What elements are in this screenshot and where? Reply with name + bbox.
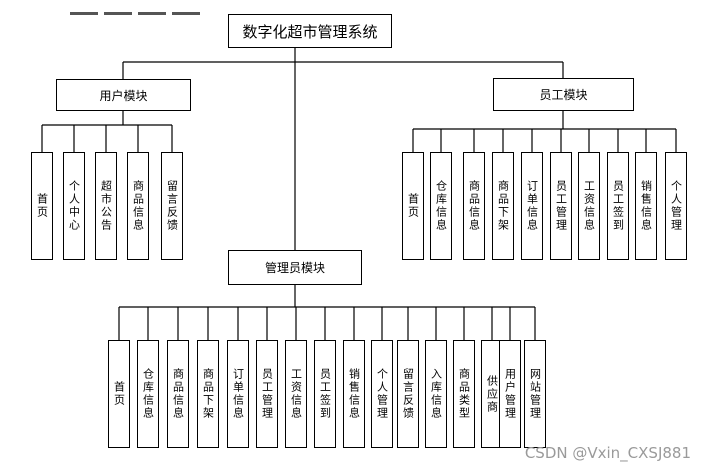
admin-item-label: 留言反馈: [401, 368, 415, 420]
admin-item-box: 工资信息: [285, 340, 307, 448]
staff-item-box: 销售信息: [635, 152, 657, 260]
user-item-box: 个人中心: [63, 152, 85, 260]
staff-item-label: 仓库信息: [434, 180, 448, 232]
staff-item-label: 首页: [406, 193, 420, 219]
admin-item-box: 用户管理: [499, 340, 521, 448]
staff-item-label: 工资信息: [582, 180, 596, 232]
staff-item-label: 个人管理: [669, 180, 683, 232]
user-item-box: 超市公告: [95, 152, 117, 260]
admin-item-label: 商品类型: [457, 368, 471, 420]
watermark: CSDN @Vxin_CXSJ881: [524, 444, 691, 462]
admin-item-box: 订单信息: [227, 340, 249, 448]
admin-item-box: 入库信息: [425, 340, 447, 448]
admin-item-label: 供应商: [485, 374, 499, 414]
admin-item-box: 首页: [108, 340, 130, 448]
admin-item-label: 销售信息: [347, 368, 361, 420]
staff-item-label: 员工管理: [554, 180, 568, 232]
admin-item-box: 销售信息: [343, 340, 365, 448]
admin-item-label: 工资信息: [289, 368, 303, 420]
staff-item-label: 商品信息: [467, 180, 481, 232]
staff-module-box: 员工模块: [493, 78, 634, 111]
admin-item-label: 商品信息: [171, 368, 185, 420]
admin-item-box: 留言反馈: [397, 340, 419, 448]
admin-item-box: 商品类型: [453, 340, 475, 448]
user-item-label: 个人中心: [67, 180, 81, 232]
staff-item-box: 商品信息: [463, 152, 485, 260]
admin-item-box: 员工签到: [314, 340, 336, 448]
admin-item-label: 网站管理: [528, 368, 542, 420]
user-module-box: 用户模块: [56, 79, 191, 111]
staff-item-label: 销售信息: [639, 180, 653, 232]
user-item-label: 留言反馈: [165, 180, 179, 232]
staff-module-label: 员工模块: [539, 88, 588, 102]
staff-item-label: 商品下架: [496, 180, 510, 232]
staff-item-label: 员工签到: [611, 180, 625, 232]
user-item-box: 留言反馈: [161, 152, 183, 260]
admin-item-label: 商品下架: [201, 368, 215, 420]
admin-module-label: 管理员模块: [264, 261, 325, 275]
top-cropped-text: [70, 0, 270, 15]
admin-item-label: 入库信息: [429, 368, 443, 420]
user-item-box: 商品信息: [127, 152, 149, 260]
staff-item-label: 订单信息: [525, 180, 539, 232]
admin-item-label: 首页: [112, 381, 126, 407]
staff-item-box: 商品下架: [492, 152, 514, 260]
admin-item-label: 员工管理: [260, 368, 274, 420]
root-box: 数字化超市管理系统: [228, 14, 392, 48]
admin-item-box: 仓库信息: [137, 340, 159, 448]
admin-item-box: 个人管理: [371, 340, 393, 448]
root-title: 数字化超市管理系统: [242, 22, 378, 41]
staff-item-box: 首页: [402, 152, 424, 260]
staff-item-box: 订单信息: [521, 152, 543, 260]
admin-item-label: 用户管理: [503, 368, 517, 420]
admin-item-label: 个人管理: [375, 368, 389, 420]
staff-item-box: 个人管理: [665, 152, 687, 260]
admin-item-label: 订单信息: [231, 368, 245, 420]
admin-item-box: 网站管理: [524, 340, 546, 448]
staff-item-box: 工资信息: [578, 152, 600, 260]
admin-item-box: 商品信息: [167, 340, 189, 448]
admin-item-box: 商品下架: [197, 340, 219, 448]
user-module-label: 用户模块: [99, 88, 148, 103]
staff-item-box: 员工管理: [550, 152, 572, 260]
admin-item-label: 员工签到: [318, 368, 332, 420]
user-item-label: 首页: [35, 193, 49, 219]
staff-item-box: 仓库信息: [430, 152, 452, 260]
admin-item-label: 仓库信息: [141, 368, 155, 420]
user-item-box: 首页: [31, 152, 53, 260]
user-item-label: 超市公告: [99, 180, 113, 232]
staff-item-box: 员工签到: [607, 152, 629, 260]
admin-item-box: 员工管理: [256, 340, 278, 448]
user-item-label: 商品信息: [131, 180, 145, 232]
admin-module-box: 管理员模块: [228, 250, 362, 285]
